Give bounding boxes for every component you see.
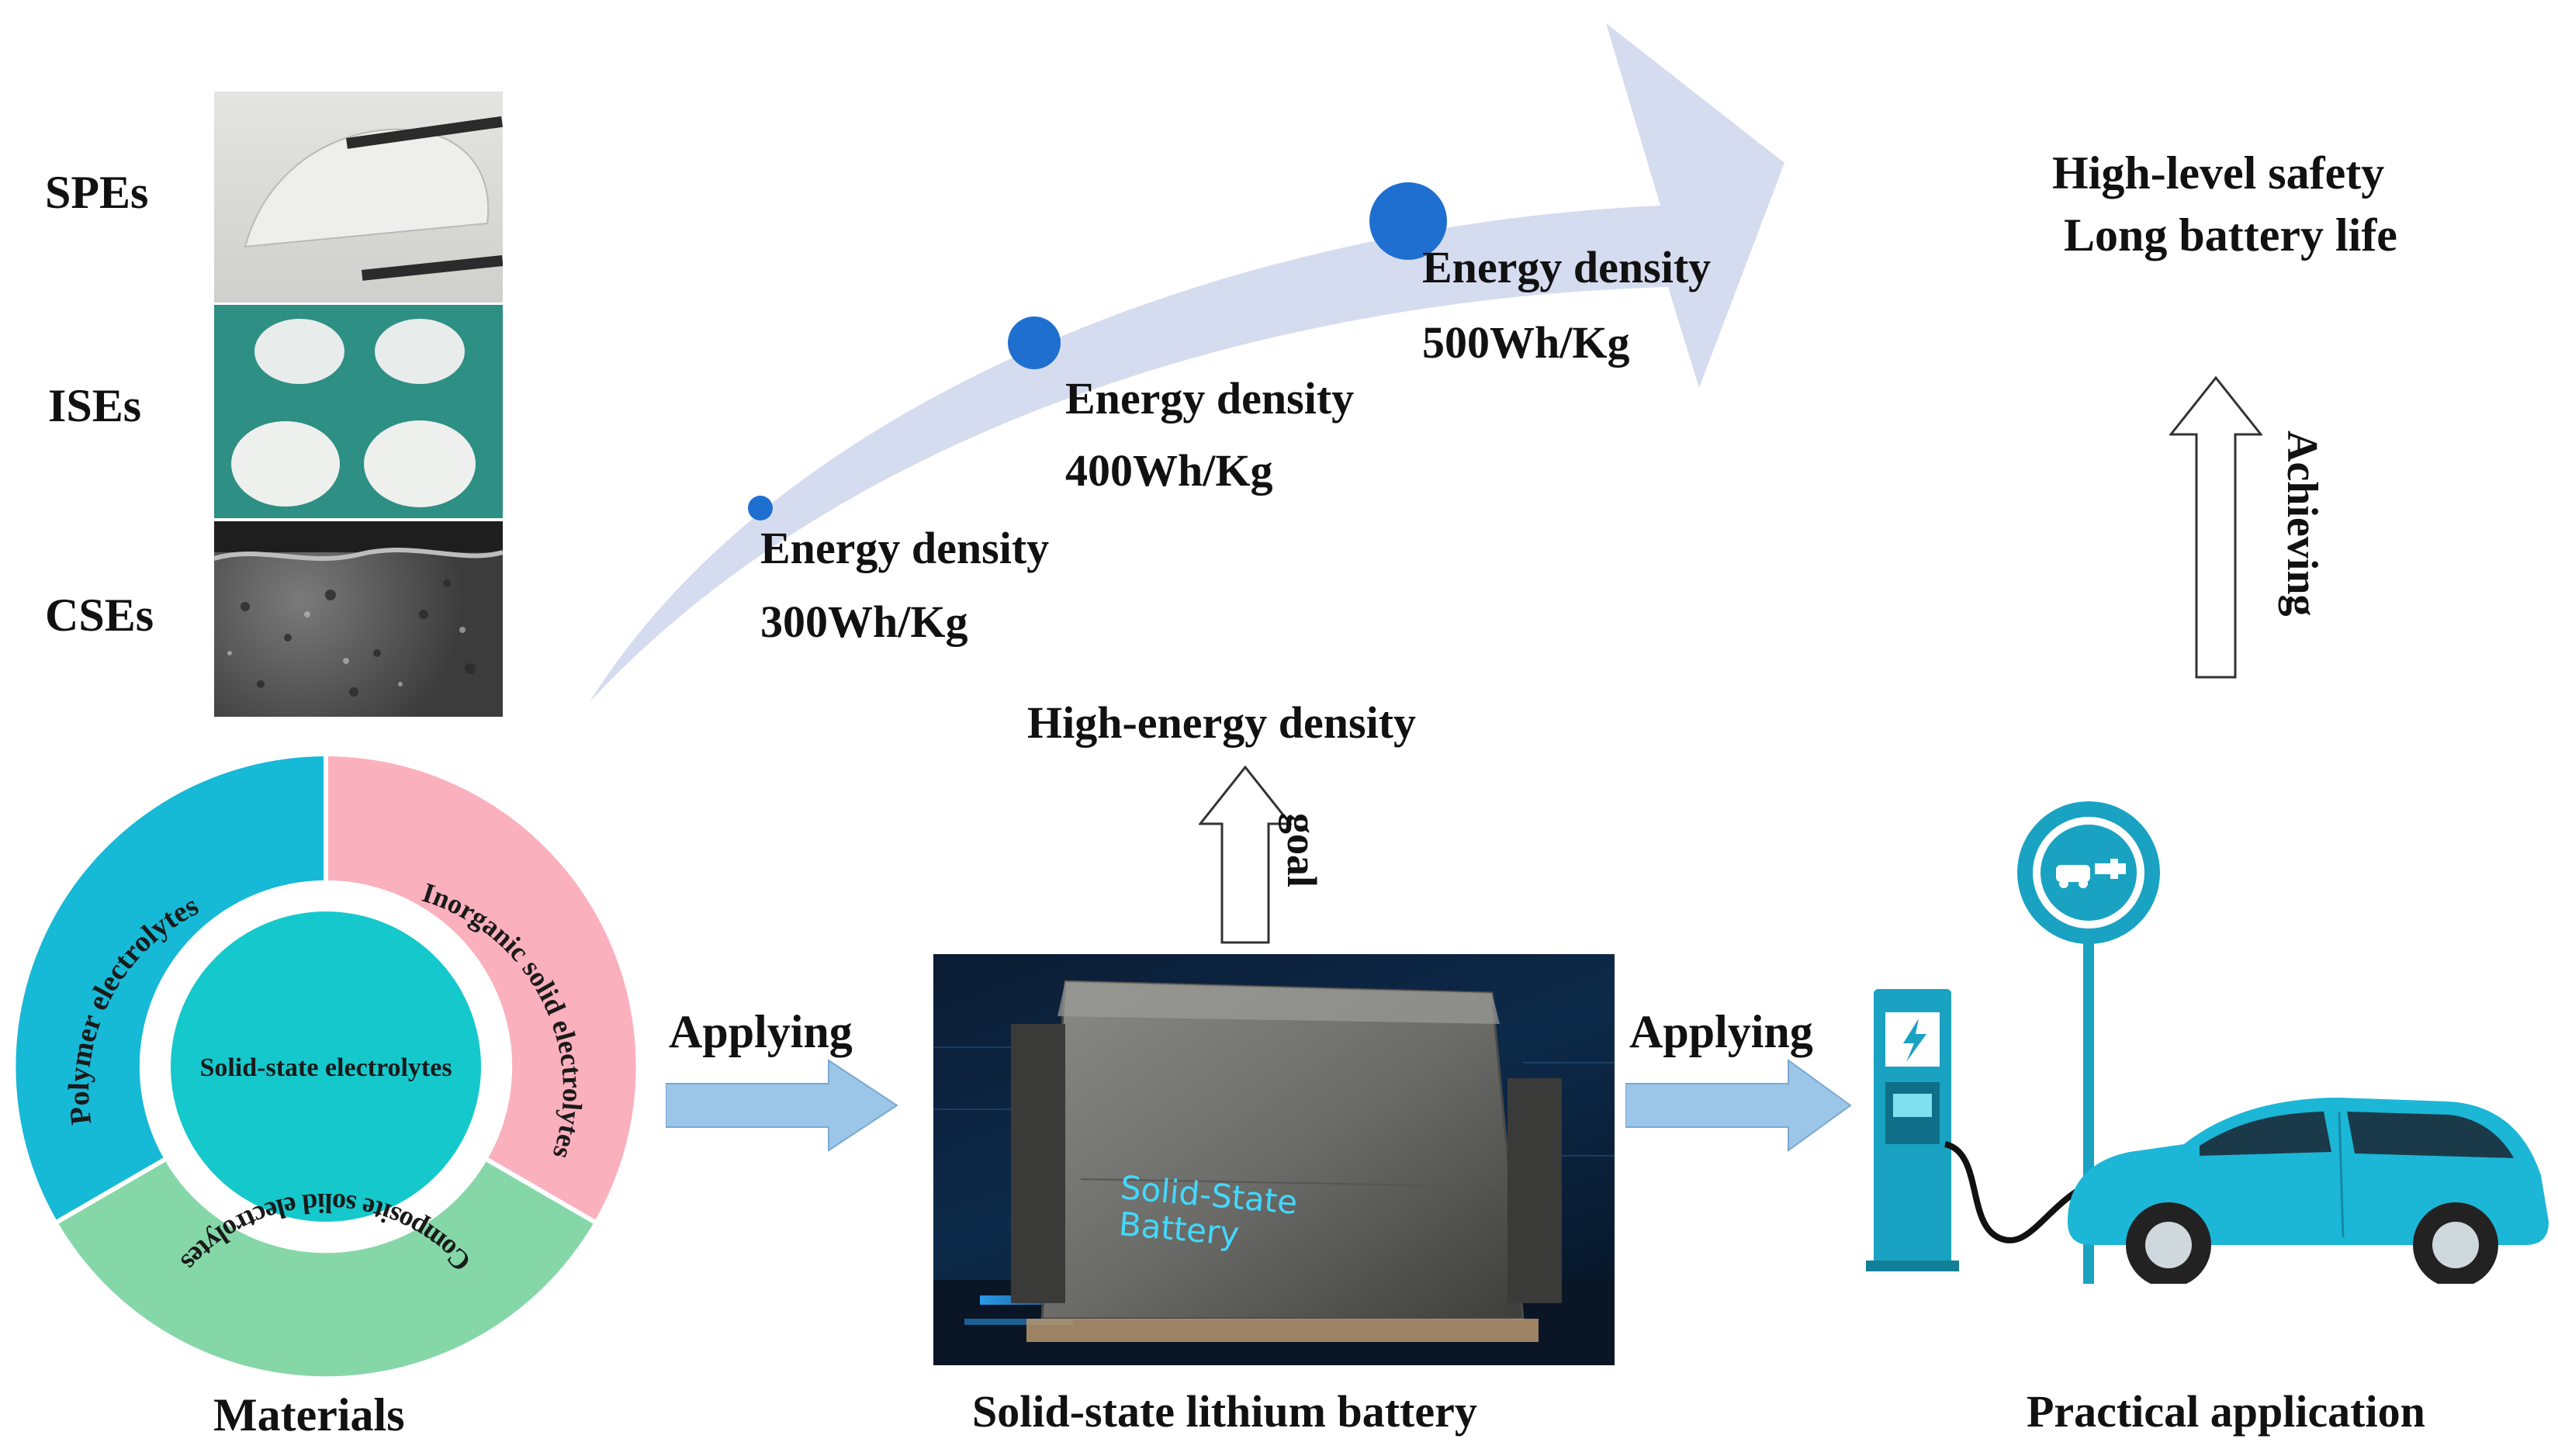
charging-station — [1866, 989, 2092, 1271]
milestone-dot-400 — [1008, 316, 1061, 369]
battery-image: Solid-State Battery — [933, 954, 1615, 1365]
milestone-500-title: Energy density — [1422, 242, 1712, 292]
milestone-dot-500 — [1369, 182, 1447, 260]
applying-arrow-2 — [1625, 1059, 1852, 1152]
ring-segment-inorganic — [326, 756, 636, 1222]
battery-caption: Solid-state lithium battery — [972, 1386, 1477, 1437]
milestone-300-title: Energy density — [760, 523, 1050, 573]
ev-charging-illustration — [1866, 801, 2549, 1284]
ring-center-label: Solid-state electrolytes — [199, 1053, 452, 1082]
ise-pellet-photo — [214, 305, 503, 518]
achieving-arrow — [2169, 376, 2262, 679]
achieving-label: Achieving — [2278, 431, 2326, 617]
applying-label-1: Applying — [669, 1006, 853, 1057]
milestone-dot-300 — [748, 496, 773, 520]
milestone-400-value: 400Wh/Kg — [1065, 445, 1273, 496]
milestone-500-value: 500Wh/Kg — [1422, 317, 1630, 368]
milestone-300-value: 300Wh/Kg — [760, 597, 968, 647]
energy-trend-arrow — [590, 23, 1784, 702]
applying-label-2: Applying — [1629, 1006, 1813, 1057]
ev-plug-icon — [2056, 859, 2126, 888]
materials-caption: Materials — [213, 1389, 405, 1440]
goal-text: High-energy density — [1027, 697, 1417, 748]
spe-film-photo — [214, 92, 503, 303]
outcome-battery-life: Long battery life — [2064, 209, 2397, 261]
lightning-icon — [1903, 1019, 1926, 1062]
application-caption: Practical application — [2027, 1386, 2425, 1437]
applying-arrow-1 — [666, 1059, 898, 1152]
ise-label: ISEs — [48, 380, 142, 431]
ring-center-circle — [171, 911, 481, 1222]
electrolyte-ring-diagram: Solid-state electrolytes Polymer electro… — [16, 756, 636, 1377]
electric-car — [2068, 1098, 2549, 1284]
goal-label: goal — [1279, 813, 1325, 888]
spe-label: SPEs — [45, 167, 149, 218]
ring-segment-polymer — [16, 756, 327, 1222]
cse-label: CSEs — [45, 590, 154, 641]
cse-sem-photo — [214, 521, 503, 717]
milestone-400-title: Energy density — [1065, 373, 1355, 424]
goal-arrow — [1199, 766, 1292, 944]
ring-segment-composite — [57, 1160, 594, 1377]
outcome-safety: High-level safety — [2052, 147, 2385, 199]
